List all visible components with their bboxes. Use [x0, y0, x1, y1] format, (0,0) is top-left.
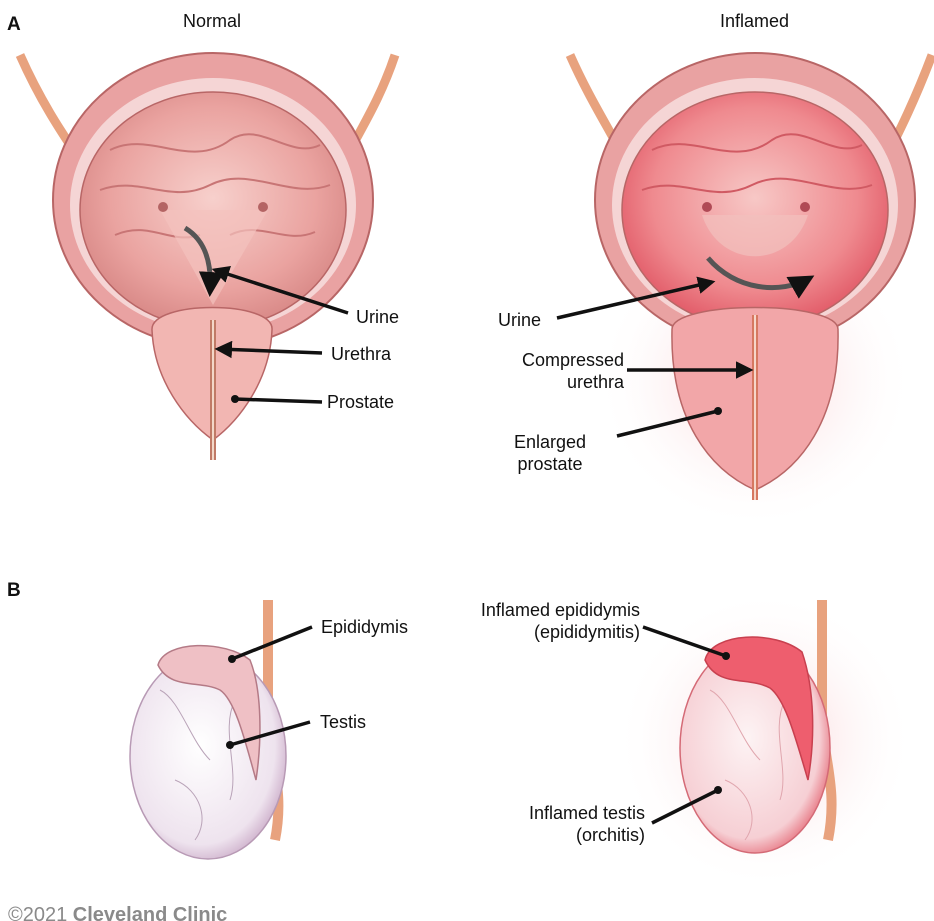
normal-testis	[130, 600, 286, 859]
inflamed-title: Inflamed	[720, 10, 789, 32]
inflamed-testis-line2: (orchitis)	[480, 824, 645, 846]
copyright-owner: Cleveland Clinic	[73, 904, 228, 921]
normal-bladder	[20, 53, 395, 347]
enlarged-label-line1: Enlarged	[490, 431, 610, 453]
testis-label-normal: Testis	[320, 711, 366, 733]
prostate-label-normal: Prostate	[327, 391, 394, 413]
copyright-notice: ©2021 Cleveland Clinic	[8, 904, 227, 921]
enlarged-label-line2: prostate	[490, 453, 610, 475]
compressed-label-line1: Compressed	[484, 349, 624, 371]
panel-b-letter: B	[7, 580, 21, 602]
inflamed-epididymis-line2: (epididymitis)	[430, 621, 640, 643]
urethra-label-normal: Urethra	[331, 343, 391, 365]
normal-title: Normal	[183, 10, 241, 32]
panel-a-letter: A	[7, 14, 21, 36]
normal-prostate	[152, 308, 272, 461]
copyright-year: ©2021	[8, 904, 67, 921]
urine-label-normal: Urine	[356, 306, 399, 328]
inflamed-epididymis-line1: Inflamed epididymis	[430, 599, 640, 621]
compressed-label-line2: urethra	[484, 371, 624, 393]
inflamed-testis-line1: Inflamed testis	[480, 802, 645, 824]
epididymis-label-normal: Epididymis	[321, 616, 408, 638]
urine-label-inflamed: Urine	[498, 309, 541, 331]
